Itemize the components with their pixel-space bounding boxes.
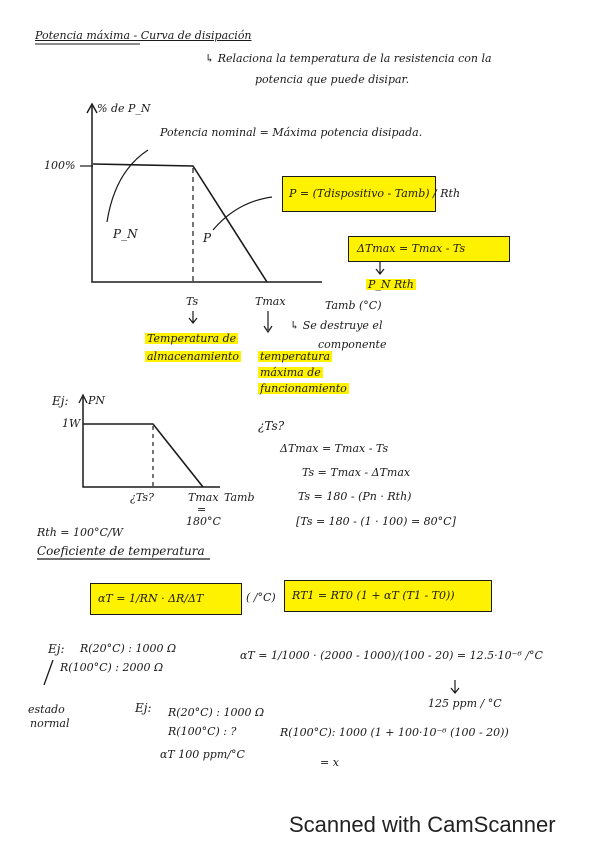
- example2-r100: R(100°C) : 2000 Ω: [60, 661, 164, 674]
- formula-alpha-unit: ( /°C): [246, 591, 276, 604]
- example3-alpha: αT 100 ppm/°C: [160, 748, 245, 761]
- x-tick-tmax: Tmax: [255, 295, 286, 308]
- x-tick-ts: Ts: [186, 295, 199, 308]
- formula-dt: ΔTmax = Tmax - Ts: [357, 242, 466, 255]
- example1-line2: Ts = Tmax - ΔTmax: [302, 466, 411, 479]
- example3-label: Ej:: [135, 701, 152, 715]
- example1-line3: Ts = 180 - (Pn · Rth): [298, 490, 412, 503]
- formula-rt: RT1 = RT0 (1 + αT (T1 - T0)): [292, 589, 455, 602]
- tmax-desc-1: temperatura: [258, 350, 333, 363]
- estado-2: normal: [30, 717, 70, 730]
- example1-x-axis: Tamb: [224, 491, 255, 504]
- formula-alpha: αT = 1/RN · ΔR/ΔT: [98, 592, 204, 605]
- example2-ppm: 125 ppm / °C: [428, 697, 502, 710]
- example2-r20: R(20°C) : 1000 Ω: [80, 642, 177, 655]
- example2-calc: αT = 1/1000 · (2000 - 1000)/(100 - 20) =…: [240, 649, 543, 662]
- ts-desc-1: Temperatura de: [145, 332, 239, 345]
- example1-x-tmax: Tmax: [188, 491, 219, 504]
- formula-p-box: P = (Tdispositivo - Tamb) / Rth: [282, 176, 460, 212]
- coef-title: Coeficiente de temperatura: [37, 544, 205, 558]
- destruye-2: componente: [318, 338, 387, 351]
- graph1-y-label: % de P_N: [97, 102, 151, 115]
- description-line-2: potencia que puede disipar.: [255, 73, 410, 86]
- example1-x-eq: =: [197, 503, 207, 516]
- graph2-curve: [83, 423, 204, 488]
- example1-y-tick: 1W: [62, 417, 81, 430]
- destruye-1: ↳ Se destruye el: [290, 319, 383, 332]
- formula-dt-box: ΔTmax = Tmax - Ts: [348, 236, 510, 262]
- p-label: P: [203, 231, 212, 245]
- potencia-nominal-note: Potencia nominal = Máxima potencia disip…: [160, 126, 423, 139]
- example1-line4: [Ts = 180 - (1 · 100) = 80°C]: [296, 515, 456, 528]
- example1-y-label: PN: [88, 394, 106, 407]
- formula-p: P = (Tdispositivo - Tamb) / Rth: [289, 187, 461, 200]
- camscanner-watermark: Scanned with CamScanner: [289, 812, 556, 837]
- x-axis-label: Tamb (°C): [325, 299, 382, 312]
- pn-rth: P_N Rth: [366, 278, 416, 291]
- graph1-axes: [91, 106, 322, 283]
- pn-label: P_N: [113, 227, 138, 241]
- tmax-desc-2: máxima de: [258, 366, 323, 379]
- example3-r20: R(20°C) : 1000 Ω: [168, 706, 265, 719]
- example3-result: = x: [320, 756, 339, 769]
- example1-line1: ΔTmax = Tmax - Ts: [280, 442, 389, 455]
- graph2-axes: [82, 397, 220, 488]
- description-line-1: ↳ Relaciona la temperatura de la resiste…: [205, 52, 492, 65]
- graph1-y-tick: 100%: [44, 159, 76, 172]
- example2-label: Ej:: [48, 642, 65, 656]
- example3-calc: R(100°C): 1000 (1 + 100·10⁻⁶ (100 - 20)): [280, 726, 509, 739]
- example1-x-tmax-val: 180°C: [186, 515, 221, 528]
- formula-rt-box: RT1 = RT0 (1 + αT (T1 - T0)): [284, 580, 492, 612]
- page-title: Potencia máxima - Curva de disipación: [35, 29, 252, 42]
- estado-1: estado: [28, 703, 65, 716]
- example1-question: ¿Ts?: [258, 419, 285, 433]
- formula-alpha-box: αT = 1/RN · ΔR/ΔT: [90, 583, 242, 615]
- example1-rth: Rth = 100°C/W: [37, 526, 123, 539]
- example3-r100: R(100°C) : ?: [168, 725, 237, 738]
- tmax-desc-3: funcionamiento: [258, 382, 349, 395]
- example1-label: Ej:: [52, 394, 69, 408]
- ts-desc-2: almacenamiento: [145, 350, 241, 363]
- example1-x-ts: ¿Ts?: [130, 491, 154, 504]
- graph1-curve: [92, 163, 268, 283]
